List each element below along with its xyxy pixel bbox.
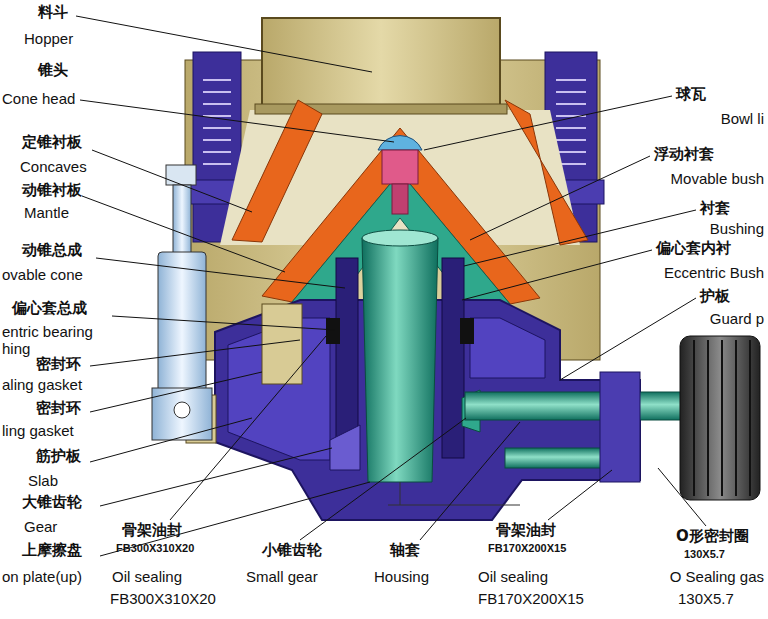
part-label: Hopper	[24, 30, 73, 47]
part-label: 浮动衬套	[654, 146, 714, 163]
part-label: 骨架油封	[122, 522, 182, 539]
part-label: Movable bush	[671, 170, 764, 187]
part-label: 衬套	[700, 200, 730, 217]
part-label: 上摩擦盘	[22, 542, 82, 559]
part-label: 动锥总成	[22, 242, 82, 259]
part-label: Slab	[28, 472, 58, 489]
part-label: O Sealing gas	[670, 568, 764, 585]
part-label: Small gear	[246, 568, 318, 585]
part-label: Mantle	[24, 204, 69, 221]
part-label: Guard p	[710, 310, 764, 327]
part-label: Oil sealing	[112, 568, 182, 585]
part-label: Oil sealing	[478, 568, 548, 585]
part-label: Gear	[24, 518, 57, 535]
part-label: Eccentric Bush	[664, 264, 764, 281]
part-label: 偏心套内衬	[656, 240, 731, 257]
part-label: 轴套	[390, 542, 420, 559]
part-label: Bowl li	[721, 110, 764, 127]
part-label: 偏心套总成	[12, 300, 87, 317]
part-label: 护板	[700, 288, 730, 305]
part-code: FB300X310X20	[116, 542, 194, 555]
part-label: on plate(up)	[2, 568, 82, 585]
part-label: hing	[2, 340, 30, 357]
part-label: O形密封圈	[676, 528, 749, 545]
leader-lines	[76, 16, 706, 556]
part-label: 定锥衬板	[22, 134, 82, 151]
part-label: 动锥衬板	[22, 182, 82, 199]
part-label: Concaves	[20, 158, 87, 175]
part-label: 130X5.7	[678, 590, 734, 607]
part-code: 130X5.7	[684, 548, 725, 561]
part-label: 锥头	[38, 62, 68, 79]
part-code: FB170X200X15	[488, 542, 566, 555]
part-label: Bushing	[710, 220, 764, 237]
part-label: Housing	[374, 568, 429, 585]
part-label: aling gasket	[2, 376, 82, 393]
part-label: 球瓦	[676, 86, 706, 103]
part-label: entric bearing	[2, 323, 93, 340]
part-label: 小锥齿轮	[262, 542, 322, 559]
part-label: 骨架油封	[496, 522, 556, 539]
part-label: 密封环	[36, 356, 81, 373]
part-label: 大锥齿轮	[22, 494, 82, 511]
part-label: Cone head	[2, 90, 75, 107]
part-label: FB300X310X20	[110, 590, 216, 607]
part-label: ling gasket	[2, 422, 74, 439]
part-label: 筋护板	[36, 448, 81, 465]
part-label: FB170X200X15	[478, 590, 584, 607]
part-label: 料斗	[38, 4, 68, 21]
part-label: ovable cone	[2, 266, 83, 283]
part-label: 密封环	[36, 400, 81, 417]
